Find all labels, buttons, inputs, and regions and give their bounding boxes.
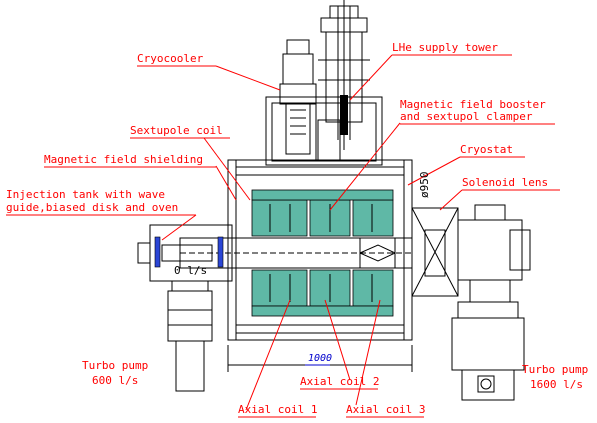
label-axial-coil-1-text: Axial coil 1 bbox=[238, 403, 317, 416]
right-chamber bbox=[457, 204, 531, 303]
injection-tank bbox=[137, 224, 233, 282]
label-axial-coil-3: Axial coil 3 bbox=[346, 403, 425, 418]
dimension-label: 1000 bbox=[308, 353, 332, 364]
label-cryocooler-text: Cryocooler bbox=[137, 52, 204, 65]
label-cryocooler: Cryocooler bbox=[137, 52, 216, 67]
label-cryostat-text: Cryostat bbox=[460, 143, 513, 156]
label-injection: Injection tank with wave guide,biased di… bbox=[6, 188, 196, 216]
coil-markers bbox=[269, 204, 373, 302]
turbo-pump-left bbox=[167, 280, 213, 392]
label-solenoid-text: Solenoid lens bbox=[462, 176, 548, 189]
label-injection-line1: Injection tank with wave bbox=[6, 188, 165, 201]
dimension-marker bbox=[227, 345, 413, 372]
label-turbo-right-line1: Turbo pump bbox=[522, 363, 588, 376]
label-shielding-text: Magnetic field shielding bbox=[44, 153, 203, 166]
label-lhe-tower: LHe supply tower bbox=[392, 41, 512, 56]
solenoid-lens bbox=[411, 207, 459, 297]
cryostat-body bbox=[227, 159, 413, 341]
label-turbo-right: Turbo pump 1600 l/s bbox=[522, 363, 588, 391]
plasma-chamber bbox=[179, 237, 413, 269]
label-injection-line2: guide,biased disk and oven bbox=[6, 201, 178, 214]
pump-speed-small: 0 l/s bbox=[174, 264, 207, 277]
label-axial-coil-3-text: Axial coil 3 bbox=[346, 403, 425, 416]
label-shielding: Magnetic field shielding bbox=[44, 153, 216, 168]
label-turbo-left-line2: 600 l/s bbox=[92, 374, 138, 387]
label-axial-coil-2-text: Axial coil 2 bbox=[300, 375, 379, 388]
label-turbo-left-line1: Turbo pump bbox=[82, 359, 148, 372]
label-booster: Magnetic field booster and sextupol clam… bbox=[400, 98, 555, 125]
label-sextupole: Sextupole coil bbox=[130, 124, 230, 139]
label-turbo-right-line2: 1600 l/s bbox=[530, 378, 583, 391]
label-turbo-left: Turbo pump 600 l/s bbox=[82, 359, 148, 387]
label-axial-coil-1: Axial coil 1 bbox=[238, 403, 317, 418]
label-lhe-tower-text: LHe supply tower bbox=[392, 41, 498, 54]
diameter-label: ø950 bbox=[418, 172, 431, 199]
label-solenoid: Solenoid lens bbox=[462, 176, 560, 191]
label-axial-coil-2: Axial coil 2 bbox=[300, 375, 379, 390]
label-booster-line1: Magnetic field booster bbox=[400, 98, 546, 111]
label-booster-line2: and sextupol clamper bbox=[400, 110, 533, 123]
cryo-housing bbox=[265, 96, 383, 166]
leader-lines bbox=[161, 54, 463, 411]
turbo-pump-right bbox=[451, 301, 525, 401]
lhe-supply-tower bbox=[318, 0, 370, 150]
label-sextupole-text: Sextupole coil bbox=[130, 124, 223, 137]
cryocooler bbox=[279, 39, 317, 155]
label-cryostat: Cryostat bbox=[460, 143, 525, 158]
